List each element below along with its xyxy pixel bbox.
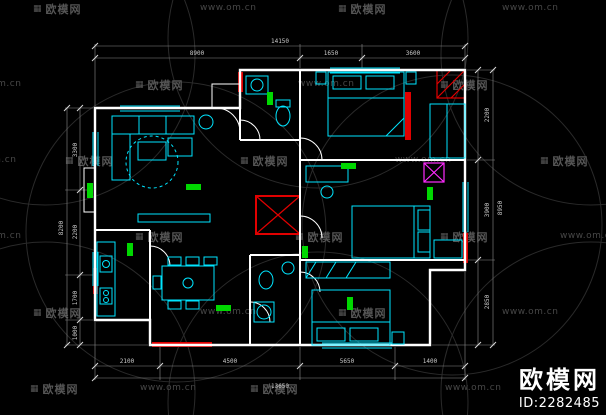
om-logo-icon: ▦ bbox=[338, 308, 348, 318]
watermark-brand: ▦欧模网 bbox=[30, 384, 79, 395]
watermark-brand: ▦欧模网 bbox=[440, 232, 489, 243]
watermark-brand: ▦欧模网 bbox=[338, 4, 387, 15]
watermark-url: www.om.cn bbox=[140, 383, 197, 393]
watermark-brand-text: 欧模网 bbox=[350, 3, 387, 16]
third-bedroom-furniture bbox=[305, 261, 405, 346]
om-logo-icon: ▦ bbox=[240, 156, 250, 166]
dim-bottom-seg: 2100 bbox=[120, 358, 135, 365]
watermark-brand: ▦欧模网 bbox=[440, 80, 489, 91]
door-markers-green bbox=[87, 92, 433, 311]
watermark-brand: ▦欧模网 bbox=[135, 232, 184, 243]
watermark-url: www.om.cn bbox=[560, 231, 606, 241]
watermark-brand: ▦欧模网 bbox=[338, 308, 387, 319]
watermark-url: www.om.cn bbox=[200, 307, 257, 317]
master-bedroom-furniture bbox=[315, 71, 466, 159]
dim-top-seg: 8900 bbox=[190, 50, 205, 57]
watermark-url: www.om.cn bbox=[502, 307, 559, 317]
watermark-brand-text: 欧模网 bbox=[45, 307, 82, 320]
dining-table-set bbox=[152, 256, 218, 310]
watermark-brand-text: 欧模网 bbox=[452, 231, 489, 244]
outer-walls bbox=[83, 68, 467, 347]
windows bbox=[92, 67, 469, 349]
site-badge: 欧模网 ID:2282485 bbox=[519, 360, 600, 411]
bathroom-bottom-fixtures bbox=[253, 261, 295, 323]
watermark-url: www.om.cn bbox=[502, 3, 559, 13]
om-logo-icon: ▦ bbox=[33, 308, 43, 318]
bathroom-top-fixtures bbox=[245, 75, 291, 127]
model-id: ID:2282485 bbox=[518, 396, 600, 411]
watermark-url: www.om.cn bbox=[0, 155, 17, 165]
watermark-url: www.om.cn bbox=[0, 231, 22, 241]
dim-top-total: 14150 bbox=[271, 38, 289, 45]
watermark-brand-text: 欧模网 bbox=[307, 231, 344, 244]
watermark-brand: ▦欧模网 bbox=[135, 80, 184, 91]
watermark-brand-text: 欧模网 bbox=[147, 231, 184, 244]
om-logo-icon: ▦ bbox=[135, 80, 145, 90]
entry-cabinet bbox=[211, 83, 241, 109]
second-bedroom-furniture bbox=[305, 165, 463, 259]
watermark-brand-text: 欧模网 bbox=[552, 155, 589, 168]
dimension-annotations: 14150 8900 1650 3600 2100 4500 5650 1400… bbox=[58, 38, 504, 390]
shaft-box-red-x bbox=[255, 195, 301, 235]
om-logo-icon: ▦ bbox=[30, 384, 40, 394]
watermark-brand: ▦欧模网 bbox=[33, 4, 82, 15]
dim-top-seg: 3600 bbox=[406, 50, 421, 57]
kitchen-counter bbox=[96, 241, 116, 317]
corner-hatch-red bbox=[436, 69, 466, 99]
living-room-furniture bbox=[111, 114, 214, 223]
om-logo-icon: ▦ bbox=[338, 4, 348, 14]
dim-left-seg: 1000 bbox=[72, 325, 79, 340]
dim-top-seg: 1650 bbox=[324, 50, 339, 57]
shaft-magenta-x bbox=[423, 162, 445, 183]
dim-left-seg: 1700 bbox=[72, 290, 79, 305]
watermark-brand: ▦欧模网 bbox=[250, 384, 299, 395]
watermark-brand-text: 欧模网 bbox=[42, 383, 79, 396]
om-logo-icon: ▦ bbox=[33, 4, 43, 14]
dim-bottom-seg: 4500 bbox=[223, 358, 238, 365]
watermark-brand: ▦欧模网 bbox=[33, 308, 82, 319]
om-logo-icon: ▦ bbox=[440, 80, 450, 90]
dim-left-seg: 3300 bbox=[72, 142, 79, 157]
left-wall-niche bbox=[83, 167, 96, 213]
dim-right-total: 8950 bbox=[497, 200, 504, 215]
watermark-brand: ▦欧模网 bbox=[540, 156, 589, 167]
watermark-brand-text: 欧模网 bbox=[147, 79, 184, 92]
watermark-url: www.om.cn bbox=[200, 3, 257, 13]
watermark-url: www.om.cn bbox=[0, 79, 22, 89]
om-logo-icon: ▦ bbox=[65, 156, 75, 166]
dim-right-seg: 3900 bbox=[484, 202, 491, 217]
dim-right-seg: 2850 bbox=[484, 294, 491, 309]
dim-left-seg: 2200 bbox=[72, 224, 79, 239]
watermark-brand-text: 欧模网 bbox=[350, 307, 387, 320]
dim-bottom-seg: 1400 bbox=[423, 358, 438, 365]
door-swing-arcs bbox=[149, 107, 323, 323]
dim-bottom-total: 13650 bbox=[271, 383, 289, 390]
om-logo-icon: ▦ bbox=[540, 156, 550, 166]
watermark-brand-text: 欧模网 bbox=[45, 3, 82, 16]
watermark-brand: ▦欧模网 bbox=[240, 156, 289, 167]
dim-right-seg: 2200 bbox=[484, 107, 491, 122]
dim-left-total: 8200 bbox=[58, 220, 65, 235]
om-logo-icon: ▦ bbox=[135, 232, 145, 242]
om-logo-icon: ▦ bbox=[440, 232, 450, 242]
watermark-brand-text: 欧模网 bbox=[452, 79, 489, 92]
watermark-brand-text: 欧模网 bbox=[262, 383, 299, 396]
om-logo-icon: ▦ bbox=[250, 384, 260, 394]
watermark-brand-text: 欧模网 bbox=[252, 155, 289, 168]
brand-logo-text: 欧模网 bbox=[519, 366, 600, 394]
watermark-url: www.om.cn bbox=[445, 383, 502, 393]
dim-bottom-seg: 5650 bbox=[340, 358, 355, 365]
